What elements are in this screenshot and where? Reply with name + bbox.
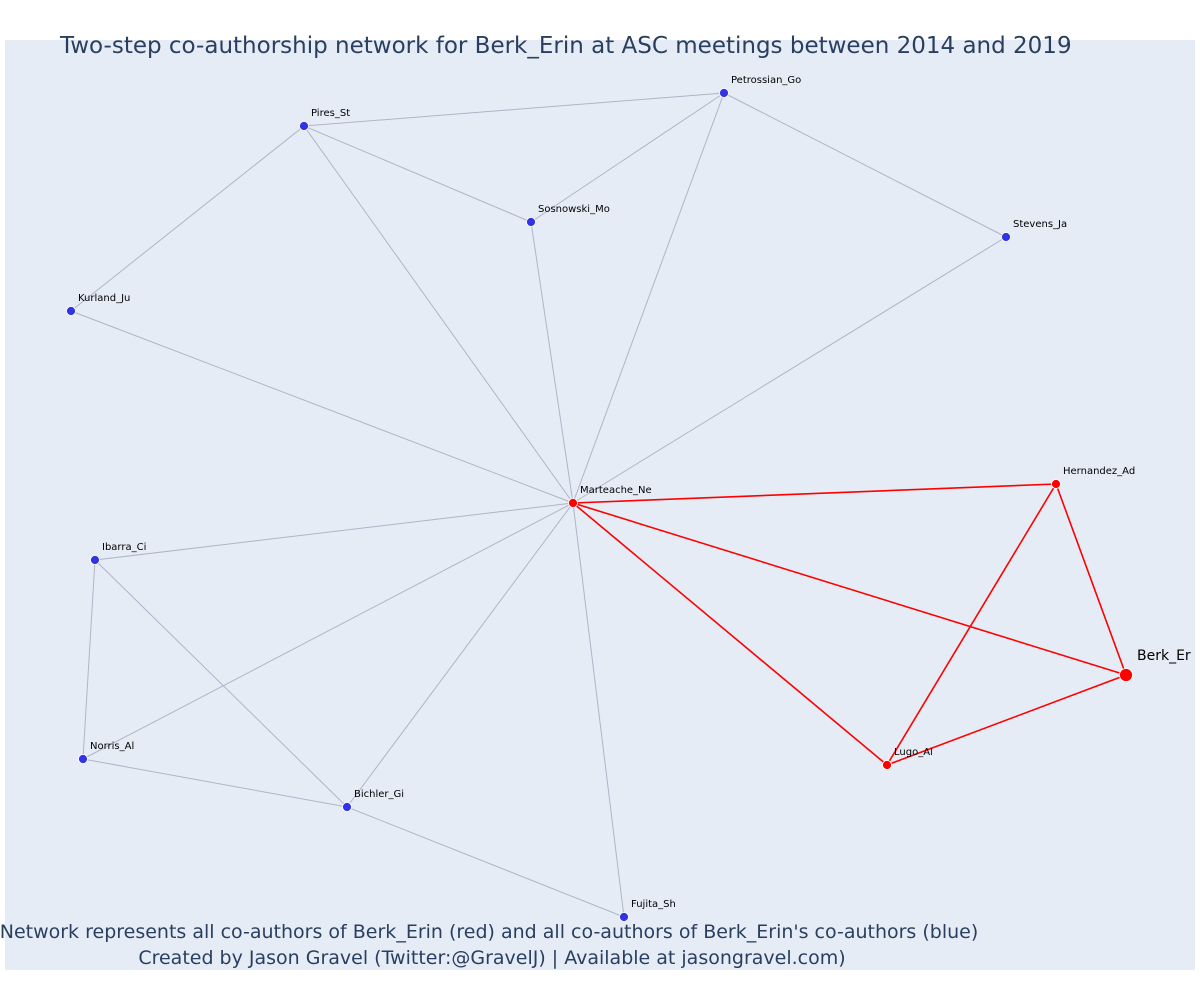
caption-line-2: Created by Jason Gravel (Twitter:@Gravel… [138, 947, 845, 969]
diagram-title: Two-step co-authorship network for Berk_… [59, 33, 1072, 59]
node-label-Stevens_Ja: Stevens_Ja [1013, 219, 1067, 230]
node-Petrossian_Go[interactable] [719, 88, 729, 98]
edge-Marteache_Ne-Hernandez_Ad [572, 483, 1057, 504]
edge-Ibarra_Ci-Norris_Al [82, 559, 96, 760]
node-label-Ibarra_Ci: Ibarra_Ci [102, 542, 146, 553]
plot-background [5, 40, 1195, 970]
node-label-Lugo_Al: Lugo_Al [894, 747, 933, 758]
node-Ibarra_Ci[interactable] [90, 555, 100, 565]
node-label-Marteache_Ne: Marteache_Ne [580, 485, 652, 496]
edge-Bichler_Gi-Marteache_Ne [346, 502, 574, 808]
node-label-Fujita_Sh: Fujita_Sh [631, 899, 676, 910]
edge-Norris_Al-Marteache_Ne [82, 502, 574, 760]
edge-Marteache_Ne-Berk_Er [572, 502, 1127, 676]
edge-Kurland_Ju-Marteache_Ne [70, 310, 574, 504]
node-Stevens_Ja[interactable] [1001, 232, 1011, 242]
edge-Pires_St-Marteache_Ne [303, 125, 574, 504]
edge-Petrossian_Go-Stevens_Ja [723, 92, 1007, 238]
edges-layer [70, 92, 1127, 918]
node-Pires_St[interactable] [299, 121, 309, 131]
node-label-Berk_Er: Berk_Er [1137, 648, 1191, 664]
node-Lugo_Al[interactable] [882, 760, 892, 770]
edge-Lugo_Al-Berk_Er [886, 674, 1127, 766]
edge-Stevens_Ja-Marteache_Ne [572, 236, 1007, 504]
edge-Hernandez_Ad-Berk_Er [1055, 483, 1127, 676]
node-label-Pires_St: Pires_St [311, 108, 350, 119]
edge-Sosnowski_Mo-Marteache_Ne [530, 221, 574, 504]
node-label-Sosnowski_Mo: Sosnowski_Mo [538, 204, 610, 215]
node-Marteache_Ne[interactable] [568, 498, 578, 508]
edge-Ibarra_Ci-Bichler_Gi [94, 559, 348, 808]
edge-Marteache_Ne-Lugo_Al [572, 502, 888, 766]
edge-Norris_Al-Bichler_Gi [82, 758, 348, 808]
node-Hernandez_Ad[interactable] [1051, 479, 1061, 489]
edge-Hernandez_Ad-Lugo_Al [886, 483, 1057, 766]
edge-Sosnowski_Mo-Petrossian_Go [530, 92, 725, 223]
edge-Pires_St-Kurland_Ju [70, 125, 305, 312]
node-Norris_Al[interactable] [78, 754, 88, 764]
nodes-layer [66, 88, 1133, 922]
node-Berk_Er[interactable] [1119, 668, 1133, 682]
node-Bichler_Gi[interactable] [342, 802, 352, 812]
node-label-Petrossian_Go: Petrossian_Go [731, 75, 801, 86]
edge-Pires_St-Sosnowski_Mo [303, 125, 532, 223]
node-label-Norris_Al: Norris_Al [90, 741, 134, 752]
edge-Petrossian_Go-Marteache_Ne [572, 92, 725, 504]
node-Kurland_Ju[interactable] [66, 306, 76, 316]
labels-layer: Petrossian_GoPires_StSosnowski_MoStevens… [78, 75, 1191, 910]
node-label-Bichler_Gi: Bichler_Gi [354, 789, 404, 800]
node-label-Kurland_Ju: Kurland_Ju [78, 293, 130, 304]
caption-line-1: Network represents all co-authors of Ber… [0, 921, 978, 943]
node-Sosnowski_Mo[interactable] [526, 217, 536, 227]
edge-Pires_St-Petrossian_Go [303, 92, 725, 127]
edge-Bichler_Gi-Fujita_Sh [346, 806, 625, 918]
edge-Fujita_Sh-Marteache_Ne [572, 502, 625, 918]
edge-Ibarra_Ci-Marteache_Ne [94, 502, 574, 561]
node-Fujita_Sh[interactable] [619, 912, 629, 922]
node-label-Hernandez_Ad: Hernandez_Ad [1063, 466, 1135, 477]
